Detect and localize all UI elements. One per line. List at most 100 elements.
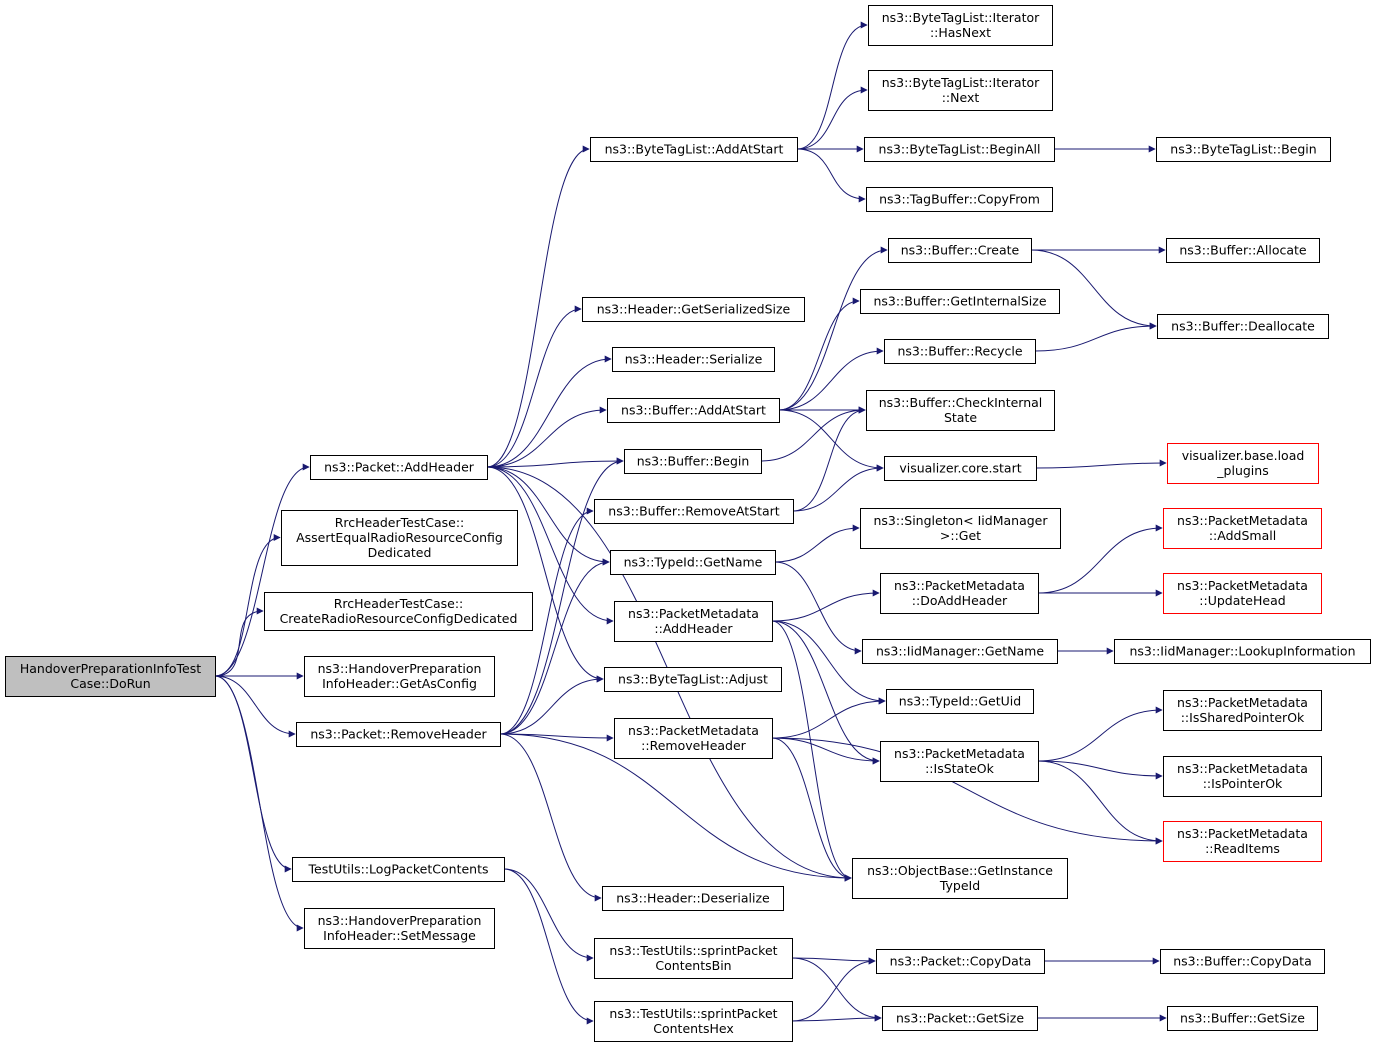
node-box	[860, 508, 1061, 549]
node-pm_issharedptr[interactable]: ns3::PacketMetadata::IsSharedPointerOk	[1163, 690, 1322, 731]
edge-pm_removeheader-to-pm_isstateok	[771, 737, 880, 765]
node-box	[862, 639, 1058, 664]
edge-pm_isstateok-to-pm_readitems	[1037, 760, 1163, 845]
node-buf_copydata[interactable]: ns3::Buffer::CopyData	[1160, 949, 1325, 974]
node-pm_updatehead[interactable]: ns3::PacketMetadata::UpdateHead	[1163, 573, 1322, 614]
node-label: ns3::PacketMetadata	[628, 606, 759, 621]
node-label: CreateRadioResourceConfigDedicated	[280, 611, 518, 626]
edge-logpacket-to-sprint_bin	[503, 868, 594, 962]
edge-addheader-to-buf_addatstart	[486, 406, 607, 468]
node-label: visualizer.base.load	[1182, 448, 1305, 463]
node-pkt_getsize[interactable]: ns3::Packet::GetSize	[882, 1006, 1038, 1031]
node-buf_allocate[interactable]: ns3::Buffer::Allocate	[1166, 238, 1320, 263]
node-setmessage[interactable]: ns3::HandoverPreparationInfoHeader::SetM…	[304, 908, 495, 949]
node-box	[5, 656, 216, 697]
node-getasconfig[interactable]: ns3::HandoverPreparationInfoHeader::GetA…	[304, 656, 495, 697]
node-box	[612, 347, 775, 372]
node-label: ::RemoveHeader	[641, 738, 747, 753]
node-box	[1160, 949, 1325, 974]
node-pkt_copydata[interactable]: ns3::Packet::CopyData	[876, 949, 1045, 974]
node-tagbuf_copyfrom[interactable]: ns3::TagBuffer::CopyFrom	[866, 187, 1053, 212]
node-buf_getsize[interactable]: ns3::Buffer::GetSize	[1167, 1006, 1318, 1031]
node-buf_getinternalsize[interactable]: ns3::Buffer::GetInternalSize	[860, 289, 1060, 314]
node-buf_recycle[interactable]: ns3::Buffer::Recycle	[884, 339, 1036, 364]
node-label: ns3::IidManager::GetName	[876, 644, 1044, 659]
node-typeid_getuid[interactable]: ns3::TypeId::GetUid	[886, 689, 1034, 714]
node-label: ns3::ObjectBase::GetInstance	[867, 863, 1053, 878]
node-pm_ispointer[interactable]: ns3::PacketMetadata::IsPointerOk	[1163, 756, 1322, 797]
node-removeheader[interactable]: ns3::Packet::RemoveHeader	[296, 722, 501, 747]
node-it_hasnext[interactable]: ns3::ByteTagList::Iterator::HasNext	[868, 5, 1053, 46]
node-box	[886, 689, 1034, 714]
edge-removeheader-to-objbase_getinstance	[499, 733, 852, 882]
node-box	[310, 455, 488, 480]
node-deserialize[interactable]: ns3::Header::Deserialize	[602, 886, 784, 911]
edge-root-to-setmessage	[214, 675, 304, 932]
node-pm_addheader[interactable]: ns3::PacketMetadata::AddHeader	[614, 601, 773, 642]
node-createradio[interactable]: RrcHeaderTestCase::CreateRadioResourceCo…	[264, 592, 533, 631]
node-label: ns3::PacketMetadata	[894, 578, 1025, 593]
node-box	[864, 137, 1055, 162]
node-buf_removeatstart[interactable]: ns3::Buffer::RemoveAtStart	[594, 499, 794, 524]
edge-pm_isstateok-to-pm_ispointer	[1037, 760, 1163, 780]
node-buf_addatstart[interactable]: ns3::Buffer::AddAtStart	[607, 398, 780, 423]
node-btl_beginall[interactable]: ns3::ByteTagList::BeginAll	[864, 137, 1055, 162]
node-logpacket[interactable]: TestUtils::LogPacketContents	[292, 857, 505, 882]
node-box	[292, 857, 505, 882]
call-edges	[214, 21, 1167, 1025]
edge-pm_addheader-to-objbase_getinstance	[771, 620, 852, 882]
node-label: ns3::PacketMetadata	[894, 746, 1025, 761]
node-btl_begin[interactable]: ns3::ByteTagList::Begin	[1156, 137, 1331, 162]
node-box	[876, 949, 1045, 974]
node-vis_load_plugins[interactable]: visualizer.base.load_plugins	[1167, 443, 1319, 484]
node-label: ns3::TestUtils::sprintPacket	[609, 1006, 777, 1021]
node-box	[880, 741, 1039, 782]
edge-sprint_bin-to-pkt_getsize	[791, 957, 882, 1022]
node-singleton_get[interactable]: ns3::Singleton< IidManager>::Get	[860, 508, 1061, 549]
node-pm_isstateok[interactable]: ns3::PacketMetadata::IsStateOk	[880, 741, 1039, 782]
node-buf_create[interactable]: ns3::Buffer::Create	[888, 238, 1032, 263]
edge-root-to-createradio	[214, 607, 264, 677]
node-pm_removeheader[interactable]: ns3::PacketMetadata::RemoveHeader	[614, 718, 773, 759]
node-buf_begin[interactable]: ns3::Buffer::Begin	[624, 449, 762, 474]
node-iid_getname[interactable]: ns3::IidManager::GetName	[862, 639, 1058, 664]
node-buf_deallocate[interactable]: ns3::Buffer::Deallocate	[1157, 314, 1329, 339]
node-typeid_getname[interactable]: ns3::TypeId::GetName	[610, 550, 776, 575]
node-label: ns3::Buffer::GetSize	[1180, 1011, 1305, 1026]
edge-pm_isstateok-to-pm_issharedptr	[1037, 706, 1163, 762]
node-label: ns3::ByteTagList::AddAtStart	[605, 142, 784, 157]
node-vis_core_start[interactable]: visualizer.core.start	[884, 456, 1037, 481]
node-box	[866, 390, 1055, 431]
edge-root-to-addheader	[214, 463, 310, 677]
node-label: ns3::Header::Deserialize	[616, 891, 770, 906]
node-btl_adjust[interactable]: ns3::ByteTagList::Adjust	[604, 667, 782, 692]
node-getserialized[interactable]: ns3::Header::GetSerializedSize	[582, 297, 805, 322]
node-label: InfoHeader::GetAsConfig	[322, 676, 477, 691]
edge-pm_doaddheader-to-pm_addsmall	[1037, 524, 1163, 594]
node-addheader[interactable]: ns3::Packet::AddHeader	[310, 455, 488, 480]
node-iid_lookup[interactable]: ns3::IidManager::LookupInformation	[1114, 639, 1371, 664]
edge-removeheader-to-btl_adjust	[499, 675, 604, 735]
node-label: ns3::PacketMetadata	[628, 723, 759, 738]
node-btl_addatstart[interactable]: ns3::ByteTagList::AddAtStart	[590, 137, 798, 162]
node-box	[868, 5, 1053, 46]
node-label: ::ReadItems	[1205, 841, 1280, 856]
node-label: ns3::PacketMetadata	[1177, 695, 1308, 710]
node-box	[882, 1006, 1038, 1031]
node-pm_readitems[interactable]: ns3::PacketMetadata::ReadItems	[1163, 821, 1322, 862]
node-assertequal[interactable]: RrcHeaderTestCase::AssertEqualRadioResou…	[281, 510, 518, 566]
node-label: visualizer.core.start	[899, 461, 1021, 476]
node-pm_addsmall[interactable]: ns3::PacketMetadata::AddSmall	[1163, 508, 1322, 549]
node-label: ns3::Buffer::AddAtStart	[621, 403, 766, 418]
node-box	[1167, 443, 1319, 484]
node-serialize[interactable]: ns3::Header::Serialize	[612, 347, 775, 372]
edge-btl_addatstart-to-it_next	[796, 86, 868, 150]
node-pm_doaddheader[interactable]: ns3::PacketMetadata::DoAddHeader	[880, 573, 1039, 614]
node-box	[868, 70, 1053, 111]
node-it_next[interactable]: ns3::ByteTagList::Iterator::Next	[868, 70, 1053, 111]
